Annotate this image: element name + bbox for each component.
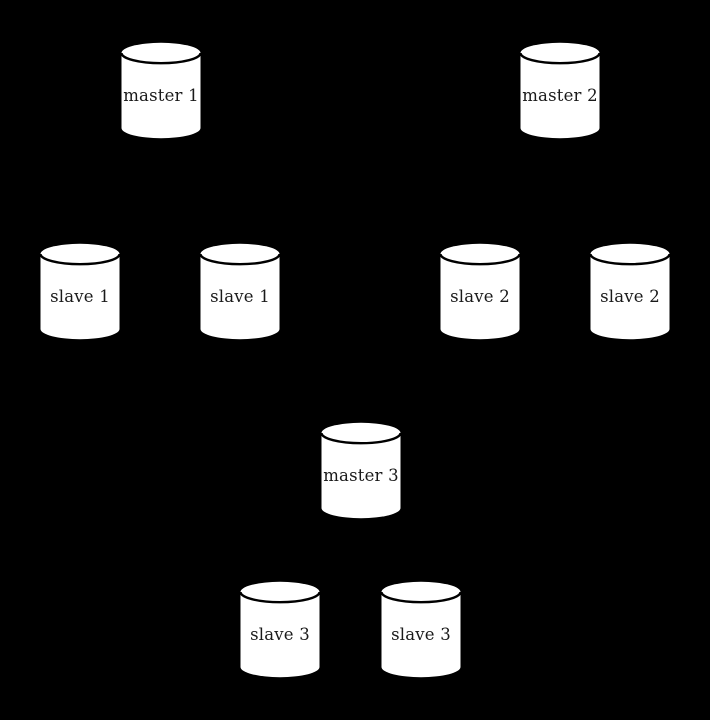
database-cylinder-icon bbox=[590, 243, 670, 340]
db-node-label: slave 3 bbox=[250, 625, 310, 645]
db-node-slave-2-a: slave 2 bbox=[440, 243, 520, 340]
db-node-label: slave 3 bbox=[391, 625, 451, 645]
database-cylinder-icon bbox=[321, 422, 401, 519]
database-cylinder-icon bbox=[440, 243, 520, 340]
db-node-slave-1-b: slave 1 bbox=[200, 243, 280, 340]
db-node-slave-3-a: slave 3 bbox=[240, 581, 320, 678]
db-node-slave-1-a: slave 1 bbox=[40, 243, 120, 340]
db-node-label: slave 2 bbox=[450, 287, 510, 307]
database-cylinder-icon bbox=[121, 42, 201, 139]
db-node-label: master 3 bbox=[323, 466, 399, 486]
database-cylinder-icon bbox=[40, 243, 120, 340]
db-node-master-3: master 3 bbox=[321, 422, 401, 519]
db-node-label: master 1 bbox=[123, 86, 199, 106]
db-node-label: master 2 bbox=[522, 86, 598, 106]
database-cylinder-icon bbox=[240, 581, 320, 678]
db-node-master-2: master 2 bbox=[520, 42, 600, 139]
db-node-slave-3-b: slave 3 bbox=[381, 581, 461, 678]
db-node-master-1: master 1 bbox=[121, 42, 201, 139]
db-node-label: slave 1 bbox=[50, 287, 110, 307]
db-node-label: slave 2 bbox=[600, 287, 660, 307]
db-node-slave-2-b: slave 2 bbox=[590, 243, 670, 340]
db-node-label: slave 1 bbox=[210, 287, 270, 307]
database-cylinder-icon bbox=[520, 42, 600, 139]
database-cylinder-icon bbox=[200, 243, 280, 340]
database-cylinder-icon bbox=[381, 581, 461, 678]
